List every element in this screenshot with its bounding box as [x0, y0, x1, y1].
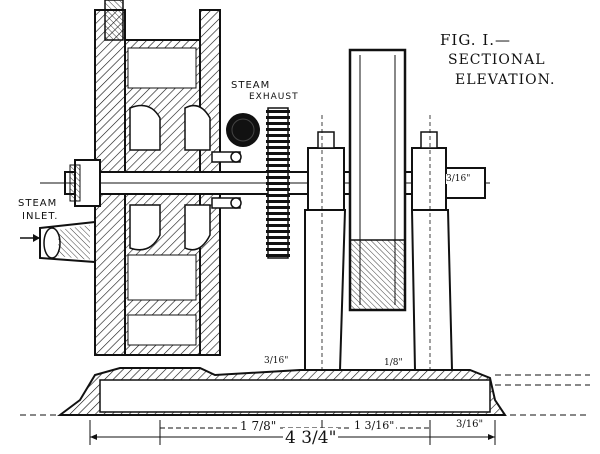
gear-tooth — [266, 194, 290, 197]
steam-inlet-label-2: INLET. — [22, 211, 59, 222]
bearing-pedestal-right — [410, 115, 454, 371]
gear-tooth — [266, 242, 290, 245]
figure-title-line1: SECTIONAL — [448, 52, 546, 68]
gear-tooth — [266, 122, 290, 125]
gear-tooth — [266, 152, 290, 155]
gear-tooth — [266, 170, 290, 173]
gear-tooth — [266, 254, 290, 257]
dimension-shaft-bore: 3/16" — [446, 174, 471, 184]
gear-tooth — [266, 200, 290, 203]
gear-tooth — [266, 224, 290, 227]
gear-tooth — [266, 164, 290, 167]
dimension-bearing-gap: 1/8" — [384, 358, 403, 368]
steam-exhaust-pipe — [226, 113, 260, 147]
gear-tooth — [266, 236, 290, 239]
gear-tooth — [266, 182, 290, 185]
dimension-mid-span: 1 3/16" — [352, 419, 397, 432]
gear-tooth — [266, 188, 290, 191]
gear-tooth — [266, 176, 290, 179]
pinion-gear — [266, 107, 290, 259]
base-plate — [20, 367, 590, 416]
gear-tooth — [266, 248, 290, 251]
figure-number: FIG. I.— — [440, 31, 512, 49]
large-gear-wheel — [348, 48, 407, 312]
gear-tooth — [266, 158, 290, 161]
gear-tooth — [266, 206, 290, 209]
gear-tooth — [266, 230, 290, 233]
gear-tooth — [266, 116, 290, 119]
dimension-left-span: 1 7/8" — [238, 419, 279, 433]
steam-inlet-label-1: STEAM — [18, 198, 58, 209]
gear-tooth — [266, 218, 290, 221]
steam-inlet-nozzle — [20, 220, 96, 264]
dimension-right-span: 3/16" — [455, 419, 485, 430]
gear-tooth — [266, 140, 290, 143]
gear-tooth — [266, 128, 290, 131]
gear-tooth — [266, 212, 290, 215]
steam-exhaust-label-1: STEAM — [231, 80, 271, 91]
bearing-pedestal-left — [304, 115, 347, 371]
gear-tooth — [266, 146, 290, 149]
gear-tooth — [266, 110, 290, 113]
gear-tooth — [266, 134, 290, 137]
dimension-overall: 4 3/4" — [283, 428, 339, 448]
figure-title-line2: ELEVATION. — [455, 72, 556, 88]
dimension-pedestal-gap: 3/16" — [264, 356, 289, 366]
steam-exhaust-label-2: EXHAUST — [249, 92, 299, 102]
